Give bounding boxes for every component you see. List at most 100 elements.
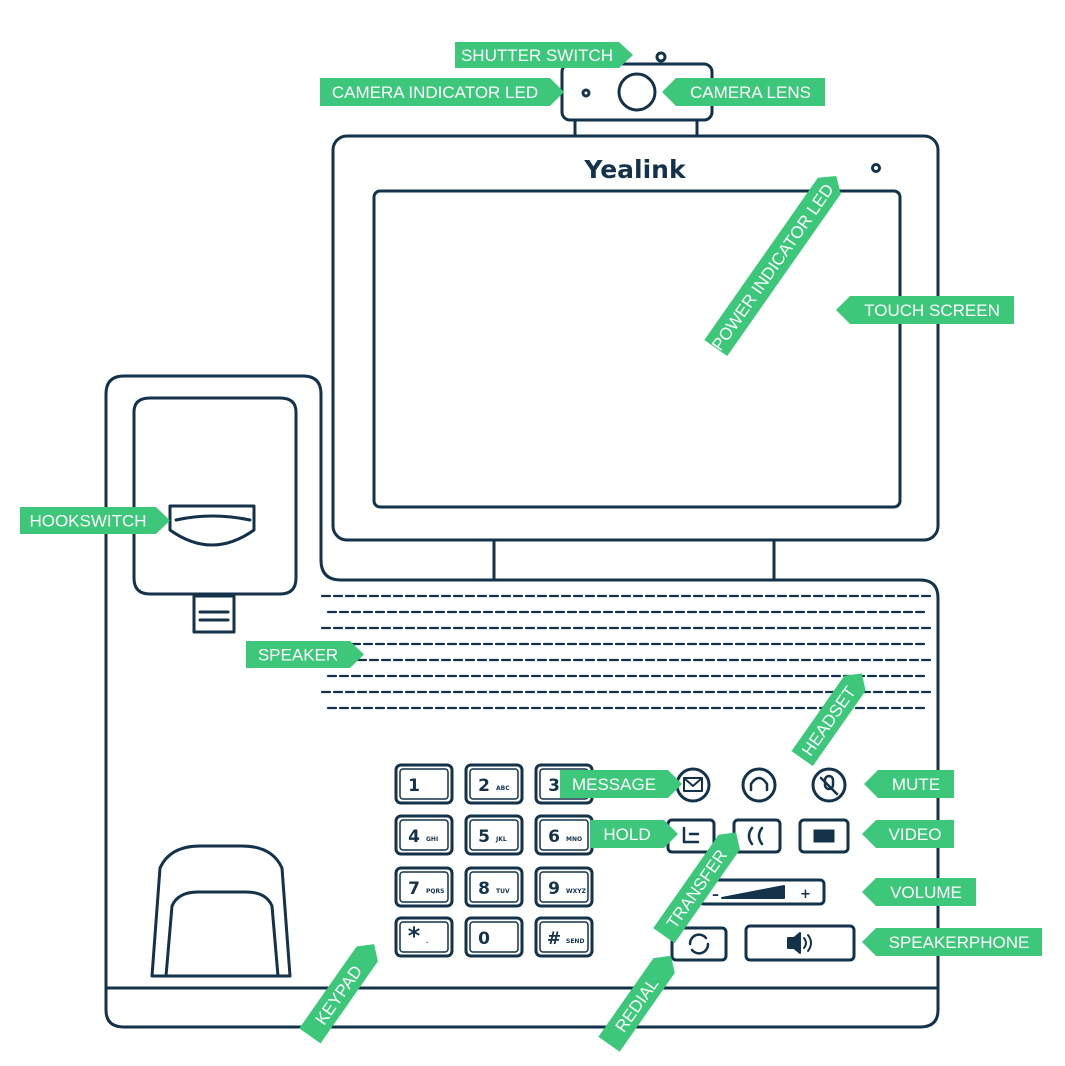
callout-text: POWER INDICATOR LED (708, 180, 838, 354)
keypad-key-0[interactable]: 0 (464, 916, 524, 958)
key-digit: 5 (478, 827, 490, 847)
key-outer (534, 916, 594, 958)
key-inner (399, 871, 449, 903)
envelope-icon (683, 777, 703, 792)
volume-callout: VOLUME (862, 878, 976, 906)
key-digit: 4 (408, 827, 420, 847)
callout-text: SPEAKER (258, 646, 338, 665)
handset-rest (150, 844, 292, 978)
speaker-callout: SPEAKER (246, 641, 364, 668)
key-letters: TUV (496, 888, 510, 895)
key-inner (469, 921, 519, 953)
callout-labels: SHUTTER SWITCH CAMERA INDICATOR LED CAMERA… (20, 42, 1042, 1052)
video-camera-icon (813, 829, 835, 843)
keypad-key-*[interactable]: *. (394, 916, 454, 958)
keypad-key-5[interactable]: 5 JKL (464, 814, 524, 856)
video-callout: VIDEO (862, 820, 954, 848)
key-digit: 3 (548, 776, 560, 796)
hookswitch-callout: HOOKSWITCH (20, 507, 170, 534)
callout-text: CAMERA INDICATOR LED (332, 83, 538, 102)
hookswitch-inner (174, 514, 252, 522)
callout-text: TOUCH SCREEN (864, 301, 1000, 320)
touch-screen[interactable] (372, 189, 902, 509)
callout-tag (246, 641, 364, 668)
video-key[interactable] (798, 818, 850, 854)
callout-tag (862, 878, 976, 906)
callout-tag (836, 296, 1014, 324)
key-letters: JKL (495, 836, 507, 843)
callout-text: TRANSFER (663, 846, 731, 932)
volume-wedge (721, 885, 785, 899)
callout-tag (590, 820, 678, 848)
key-letters: PQRS (426, 888, 444, 895)
keypad-key-#[interactable]: # SEND (534, 916, 594, 958)
key-outer (534, 814, 594, 856)
power-indicator-led (871, 163, 881, 173)
speakerphone-key[interactable] (744, 924, 856, 962)
cradle-clip (192, 594, 236, 634)
callout-text: SPEAKERPHONE (889, 933, 1030, 952)
redial-key[interactable] (670, 926, 728, 962)
key-digit: 1 (408, 776, 420, 796)
speakerphone-callout: SPEAKERPHONE (862, 928, 1042, 956)
callout-text: CAMERA LENS (690, 83, 811, 102)
volume-minus: – (712, 887, 719, 903)
callout-tag (653, 832, 740, 944)
callout-tag (864, 770, 954, 798)
callout-tag (598, 955, 675, 1052)
callout-text: HOLD (603, 825, 650, 844)
key-digit: 8 (478, 879, 490, 899)
callout-tag (662, 78, 825, 106)
microphone-mute-icon (819, 774, 839, 796)
key-outer (464, 866, 524, 908)
headset-key[interactable] (741, 767, 777, 803)
key-digit: # (547, 929, 561, 949)
key-outer (464, 763, 524, 805)
callout-tag (20, 507, 170, 534)
key-digit: 2 (478, 776, 490, 796)
redial-callout: REDIAL (598, 955, 675, 1052)
keypad-key-8[interactable]: 8 TUV (464, 866, 524, 908)
callout-text: VOLUME (890, 883, 962, 902)
shutter-switch[interactable] (655, 51, 667, 63)
keypad-key-1[interactable]: 1 (394, 763, 454, 805)
callout-text: VIDEO (889, 825, 942, 844)
key-inner (399, 819, 449, 851)
speaker-icon (787, 932, 812, 954)
key-inner (399, 921, 449, 953)
key-letters: WXYZ (566, 888, 587, 895)
key-inner (469, 819, 519, 851)
callout-text: MUTE (892, 775, 940, 794)
hold-handset-icon (682, 826, 700, 844)
key-inner (469, 871, 519, 903)
transfer-key[interactable] (732, 818, 782, 854)
mute-key[interactable] (811, 767, 847, 803)
camera-lens (617, 72, 657, 112)
key-outer (464, 814, 524, 856)
key-inner (539, 871, 589, 903)
transfer-handset-icon (747, 826, 764, 846)
callout-tag (560, 770, 682, 798)
camera-lens-callout: CAMERA LENS (662, 78, 825, 106)
touch-screen-callout: TOUCH SCREEN (836, 296, 1014, 324)
key-outer (394, 866, 454, 908)
key-outer (394, 916, 454, 958)
key-letters: SEND (566, 938, 584, 945)
power-indicator-led-callout: POWER INDICATOR LED (704, 175, 841, 357)
callout-tag (704, 175, 841, 357)
key-inner (469, 768, 519, 800)
volume-plus: + (800, 887, 811, 902)
callout-text: SHUTTER SWITCH (461, 46, 613, 65)
key-letters: . (426, 938, 428, 945)
hookswitch[interactable] (168, 504, 256, 547)
key-outer (394, 763, 454, 805)
mute-callout: MUTE (864, 770, 954, 798)
key-outer (534, 866, 594, 908)
key-outer (394, 814, 454, 856)
handset-cradle (132, 396, 298, 596)
